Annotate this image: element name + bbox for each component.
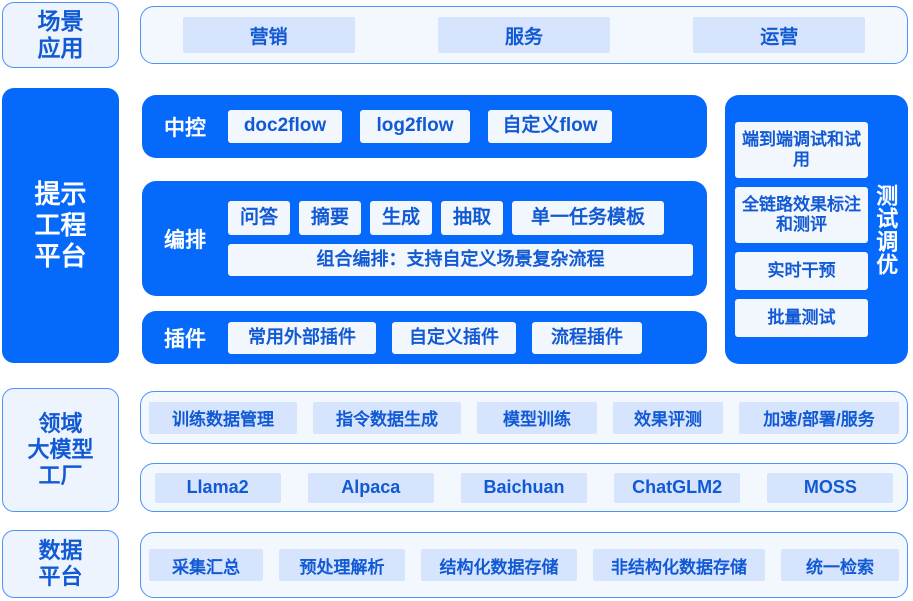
central-control-item-doc2flow[interactable]: doc2flow	[228, 110, 342, 143]
prompt-row-plugins: 插件 常用外部插件 自定义插件 流程插件	[142, 311, 707, 364]
pipeline-item-acceleration-deployment-service[interactable]: 加速/部署/服务	[739, 401, 899, 434]
data-item-preprocessing-parsing[interactable]: 预处理解析	[279, 549, 405, 581]
factory-label-line-3: 工厂	[38, 462, 83, 488]
base-model-moss[interactable]: MOSS	[767, 472, 894, 503]
prompt-label-line-1: 提示	[34, 179, 87, 210]
base-model-llama2[interactable]: Llama2	[154, 472, 281, 503]
row-caption-central-control: 中控	[164, 116, 206, 140]
scene-label-line-2: 应用	[37, 35, 84, 61]
orchestration-item-qa[interactable]: 问答	[228, 201, 290, 235]
model-factory-pipeline-band: 训练数据管理 指令数据生成 模型训练 效果评测 加速/部署/服务	[140, 391, 908, 444]
test-and-tuning-item-list: 端到端调试和试用 全链路效果标注和测评 实时干预 批量测试	[735, 122, 868, 337]
plugin-item-custom[interactable]: 自定义插件	[392, 321, 516, 354]
orchestration-item-generation[interactable]: 生成	[370, 201, 432, 235]
orchestration-item-extraction[interactable]: 抽取	[441, 201, 503, 235]
test-and-tuning-panel: 端到端调试和试用 全链路效果标注和测评 实时干预 批量测试 测试调优	[725, 95, 908, 364]
base-model-chatglm2[interactable]: ChatGLM2	[614, 472, 741, 503]
orchestration-content: 问答 摘要 生成 抽取 单一任务模板 组合编排：支持自定义场景复杂流程	[228, 201, 707, 276]
plugin-item-common-external[interactable]: 常用外部插件	[228, 321, 376, 354]
layer-label-data-platform: 数据 平台	[2, 530, 119, 598]
data-label-line-2: 平台	[38, 564, 83, 589]
prompt-label-line-2: 工程	[34, 210, 87, 241]
prompt-label-line-3: 平台	[34, 240, 87, 271]
layer-label-scene-application: 场景 应用	[2, 2, 119, 68]
orchestration-composite-row: 组合编排：支持自定义场景复杂流程	[228, 244, 693, 276]
layer-label-model-factory: 领域 大模型 工厂	[2, 388, 119, 512]
orchestration-item-composite-flow[interactable]: 组合编排：支持自定义场景复杂流程	[228, 244, 693, 276]
row-caption-plugins: 插件	[164, 327, 206, 351]
orchestration-item-single-task-template[interactable]: 单一任务模板	[512, 201, 664, 235]
prompt-row-central-control: 中控 doc2flow log2flow 自定义flow	[142, 95, 707, 158]
data-platform-band: 采集汇总 预处理解析 结构化数据存储 非结构化数据存储 统一检索	[140, 532, 908, 598]
test-and-tuning-vertical-label: 测试调优	[873, 183, 899, 276]
pipeline-item-instruction-data-generation[interactable]: 指令数据生成	[313, 401, 461, 434]
data-item-unified-retrieval[interactable]: 统一检索	[781, 549, 899, 581]
central-control-item-custom-flow[interactable]: 自定义flow	[488, 110, 612, 143]
test-item-realtime-intervention[interactable]: 实时干预	[735, 252, 868, 290]
test-item-batch-testing[interactable]: 批量测试	[735, 299, 868, 337]
plugin-item-flow[interactable]: 流程插件	[532, 321, 642, 354]
orchestration-task-list: 问答 摘要 生成 抽取 单一任务模板	[228, 201, 693, 235]
scene-item-service[interactable]: 服务	[437, 17, 610, 53]
pipeline-item-model-training[interactable]: 模型训练	[477, 401, 597, 434]
test-item-end-to-end-debug[interactable]: 端到端调试和试用	[735, 122, 868, 178]
test-item-full-link-annotation[interactable]: 全链路效果标注和测评	[735, 187, 868, 243]
scene-item-operations[interactable]: 运营	[693, 17, 866, 53]
pipeline-item-training-data-management[interactable]: 训练数据管理	[149, 401, 297, 434]
central-control-item-log2flow[interactable]: log2flow	[360, 110, 470, 143]
scene-application-band: 营销 服务 运营	[140, 6, 908, 64]
data-item-structured-storage[interactable]: 结构化数据存储	[421, 549, 577, 581]
data-item-unstructured-storage[interactable]: 非结构化数据存储	[593, 549, 765, 581]
row-caption-orchestration: 编排	[164, 228, 206, 252]
data-label-line-1: 数据	[38, 538, 83, 564]
orchestration-item-summary[interactable]: 摘要	[299, 201, 361, 235]
base-model-baichuan[interactable]: Baichuan	[460, 472, 587, 503]
layer-label-prompt-platform: 提示 工程 平台	[2, 88, 119, 363]
pipeline-item-effect-evaluation[interactable]: 效果评测	[613, 401, 723, 434]
base-model-alpaca[interactable]: Alpaca	[307, 472, 434, 503]
prompt-row-orchestration: 编排 问答 摘要 生成 抽取 单一任务模板 组合编排：支持自定义场景复杂流程	[142, 181, 707, 296]
scene-item-marketing[interactable]: 营销	[182, 17, 355, 53]
test-item-full-link-annotation-label: 全链路效果标注和测评	[742, 194, 861, 234]
factory-label-line-1: 领域	[38, 411, 83, 437]
scene-label-line-1: 场景	[37, 7, 84, 34]
base-models-band: Llama2 Alpaca Baichuan ChatGLM2 MOSS	[140, 463, 908, 512]
factory-label-line-2: 大模型	[27, 437, 94, 463]
data-item-collection-aggregation[interactable]: 采集汇总	[149, 549, 263, 581]
test-item-end-to-end-debug-label: 端到端调试和试用	[742, 129, 861, 169]
